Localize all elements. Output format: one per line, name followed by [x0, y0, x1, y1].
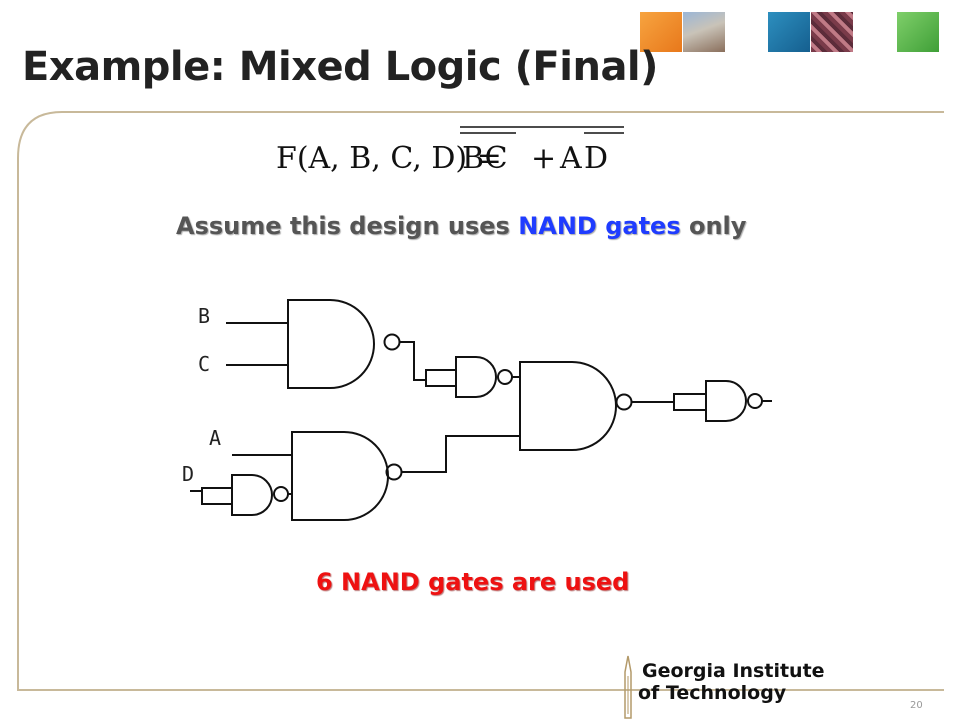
equation-overbars — [460, 126, 624, 134]
georgia-tech-logo: Georgia Institute of Technology — [600, 648, 834, 720]
equation-term-d: D — [584, 141, 608, 176]
header-thumbnail-blue — [768, 12, 810, 52]
tech-tower-icon — [624, 655, 632, 719]
slide-title: Example: Mixed Logic (Final) — [22, 44, 658, 90]
wire-g1-to-g2 — [400, 341, 426, 381]
tied-inputs-g3 — [201, 487, 233, 505]
assumption-text: Assume this design uses NAND gates only — [176, 212, 747, 240]
nand-gate-inverter-d — [231, 474, 289, 516]
input-label-c: C — [198, 352, 210, 376]
boolean-equation: F(A, B, C, D) = BC + A D — [276, 126, 624, 176]
equation-term-a: A — [559, 141, 582, 176]
logo-line-2: of Technology — [638, 682, 787, 704]
equation-plus: + — [531, 141, 556, 176]
equation-lhs: F(A, B, C, D) = — [276, 141, 502, 176]
gate-count-conclusion: 6 NAND gates are used — [316, 568, 630, 596]
slide-number: 20 — [910, 700, 923, 711]
equation-term-bc: BC — [462, 141, 508, 176]
tied-inputs-g2 — [425, 369, 457, 387]
input-label-d: D — [182, 462, 194, 486]
input-label-a: A — [209, 426, 221, 450]
header-thumbnail-green — [897, 12, 939, 52]
input-label-b: B — [198, 304, 210, 328]
header-thumbnail-chip-photo — [811, 12, 853, 52]
header-thumbnail-campus-photo — [683, 12, 725, 52]
nand-gate-combine — [519, 361, 633, 451]
tied-inputs-g6 — [673, 393, 707, 411]
nand-gate-inverter-bc — [455, 356, 513, 398]
wire-g4-to-g5 — [402, 435, 520, 473]
nand-gate-output-inverter — [705, 380, 763, 422]
header-thumbnail-orange — [640, 12, 682, 52]
nand-gate-bc — [287, 299, 401, 389]
logo-line-1: Georgia Institute — [642, 660, 825, 682]
nand-gate-ad — [291, 431, 403, 521]
